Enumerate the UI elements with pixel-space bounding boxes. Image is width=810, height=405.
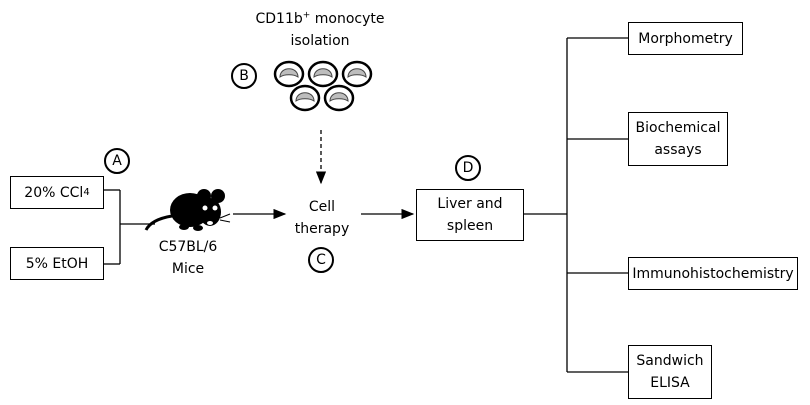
step-label-d: D [455, 155, 481, 181]
etoh-label: 5% EtOH [25, 255, 89, 272]
mouse-strain: C57BL/6 [158, 239, 218, 255]
monocyte-cells [273, 60, 373, 112]
monocyte-cell [341, 60, 373, 88]
morphometry-box: Morphometry [628, 22, 743, 55]
elisa-box: Sandwich ELISA [628, 345, 712, 399]
step-label-b: B [231, 63, 257, 89]
ihc-label: Immunohistochemistry [632, 265, 794, 282]
monocyte-cell [273, 60, 305, 88]
ccl4-subscript: 4 [83, 186, 90, 198]
monocyte-cell [323, 84, 355, 112]
isolation-marker-sup: + [302, 10, 311, 21]
mouse-icon [144, 189, 231, 231]
organs-box: Liver and spleen [416, 189, 524, 241]
biochemical-line2: assays [654, 142, 702, 158]
monocyte-cell [289, 84, 321, 112]
elisa-line1: Sandwich [636, 353, 704, 369]
ccl4-label: 20% CCl [24, 184, 84, 201]
morphometry-label: Morphometry [638, 30, 733, 47]
step-label-a-text: A [112, 153, 122, 169]
mouse-name: Mice [171, 261, 205, 277]
step-label-a: A [104, 148, 130, 174]
biochemical-line1: Biochemical [635, 120, 721, 136]
organs-line1: Liver and [437, 196, 503, 212]
isolation-marker: CD11b [255, 11, 303, 27]
step-label-b-text: B [239, 68, 249, 84]
etoh-box: 5% EtOH [10, 247, 104, 280]
isolation-line2: isolation [290, 33, 350, 49]
step-label-d-text: D [462, 160, 474, 176]
isolation-title: CD11b+ monocyte isolation [220, 8, 420, 52]
ihc-box: Immunohistochemistry [628, 257, 798, 290]
cell-therapy-label: Cell therapy [286, 196, 358, 240]
organs-line2: spleen [446, 218, 494, 234]
therapy-line2: therapy [294, 221, 350, 237]
mouse-label: C57BL/6 Mice [148, 236, 228, 280]
biochemical-box: Biochemical assays [628, 112, 728, 166]
therapy-line1: Cell [308, 199, 336, 215]
step-label-c: C [308, 247, 334, 273]
monocyte-cell [307, 60, 339, 88]
isolation-cell-type: monocyte [310, 11, 385, 27]
step-label-c-text: C [316, 252, 326, 268]
elisa-line2: ELISA [650, 375, 690, 391]
